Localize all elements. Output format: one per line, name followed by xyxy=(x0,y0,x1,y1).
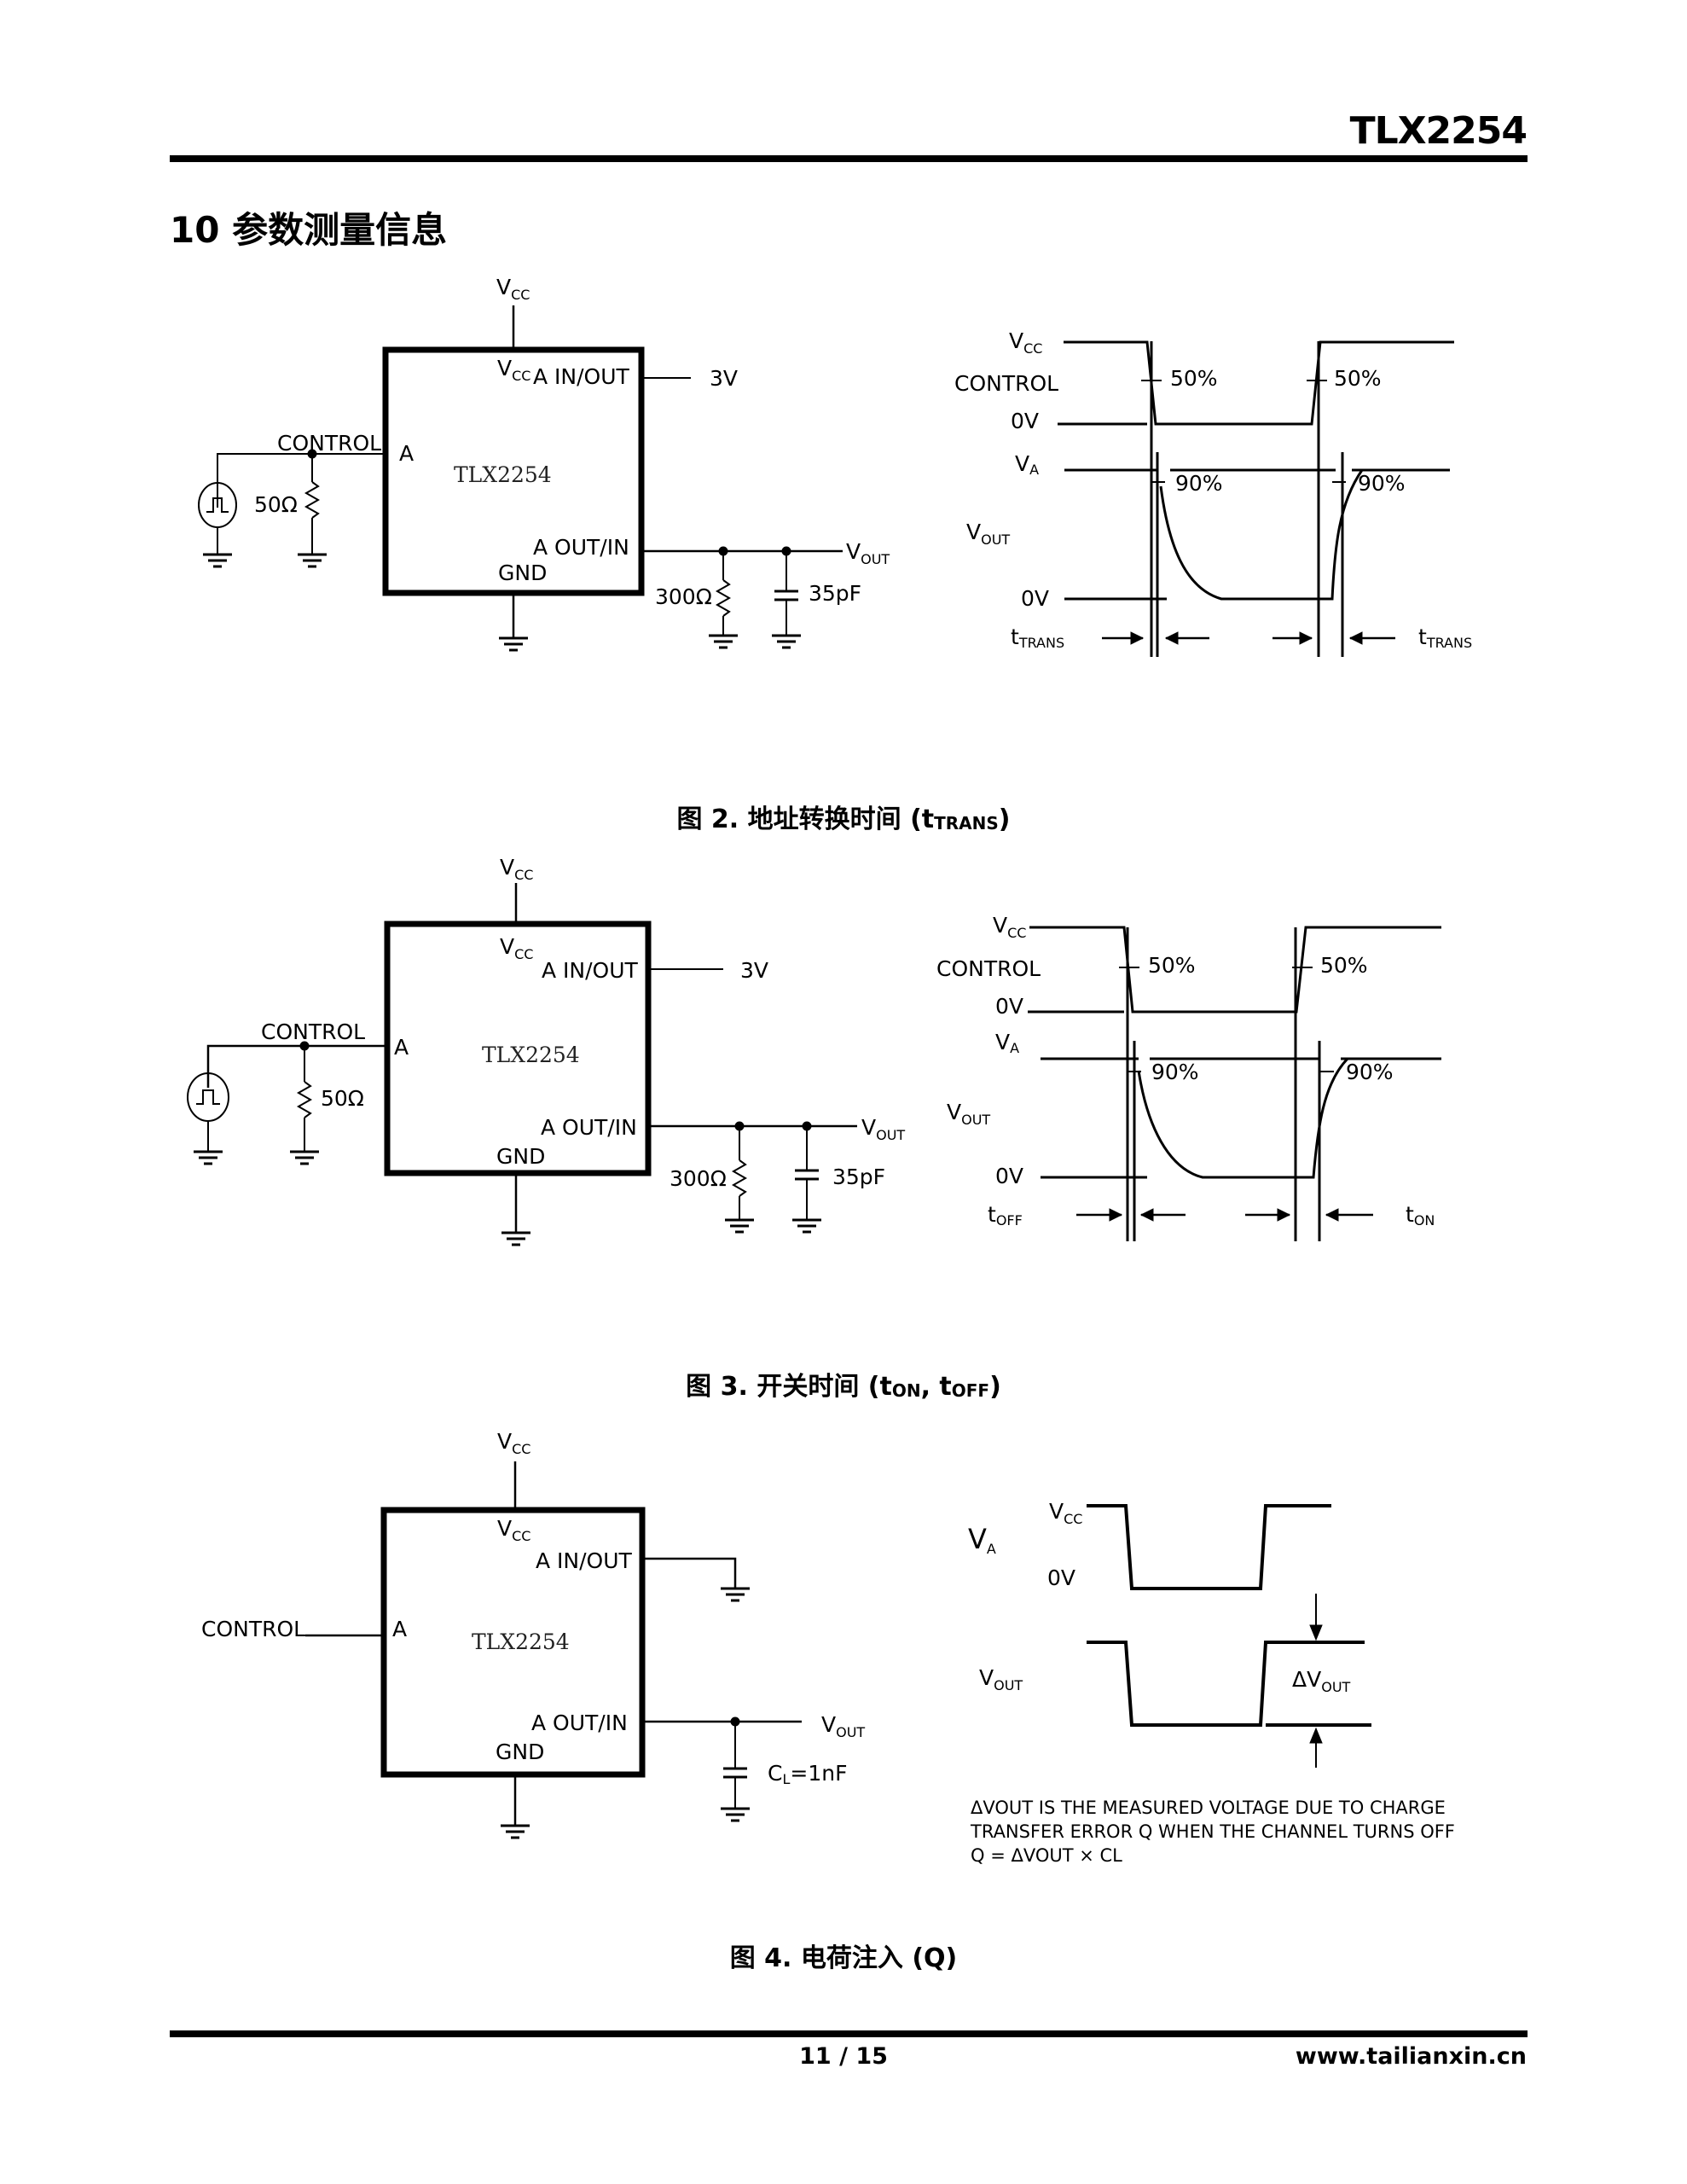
fig3-circuit: VCC VCC A IN/OUT A TLX2254 A OUT/IN GND … xyxy=(187,855,905,1246)
section-title: 10 参数测量信息 xyxy=(170,209,448,251)
svg-text:A IN/OUT: A IN/OUT xyxy=(542,958,639,983)
svg-text:A IN/OUT: A IN/OUT xyxy=(536,1548,633,1573)
svg-text:A OUT/IN: A OUT/IN xyxy=(541,1115,637,1140)
fig4-delta-vout: ΔVOUT xyxy=(1292,1667,1351,1695)
svg-text:50%: 50% xyxy=(1334,366,1382,391)
fig4-control-label: CONTROL xyxy=(201,1617,305,1641)
svg-text:0V: 0V xyxy=(995,994,1023,1019)
svg-text:VCC: VCC xyxy=(993,913,1026,941)
svg-text:VCC: VCC xyxy=(497,1516,530,1544)
svg-text:VA: VA xyxy=(968,1523,996,1557)
svg-text:A: A xyxy=(399,441,414,466)
svg-text:50Ω: 50Ω xyxy=(254,492,298,517)
svg-text:GND: GND xyxy=(496,1144,545,1169)
svg-text:A IN/OUT: A IN/OUT xyxy=(533,364,630,389)
svg-text:VOUT: VOUT xyxy=(861,1115,905,1143)
svg-text:tOFF: tOFF xyxy=(988,1202,1023,1228)
svg-text:50Ω: 50Ω xyxy=(321,1086,364,1111)
svg-text:VCC: VCC xyxy=(500,855,533,883)
fig3-resistor-300-icon xyxy=(731,1159,748,1197)
svg-text:A: A xyxy=(392,1617,407,1641)
svg-text:90%: 90% xyxy=(1358,471,1406,496)
svg-text:VA: VA xyxy=(1015,451,1039,478)
fig2-circuit: VCC VCC A IN/OUT A TLX2254 A OUT/IN GND … xyxy=(198,275,890,652)
footer-url[interactable]: www.tailianxin.cn xyxy=(1295,2043,1527,2070)
fig4-note-line3: Q = ΔVOUT × CL xyxy=(971,1845,1122,1866)
svg-text:VOUT: VOUT xyxy=(821,1712,865,1740)
fig3-resistor-50-icon xyxy=(296,1081,313,1118)
fig4-caption: 图 4. 电荷注入 (Q) xyxy=(729,1943,958,1973)
svg-text:A OUT/IN: A OUT/IN xyxy=(533,535,629,560)
svg-text:35pF: 35pF xyxy=(832,1165,885,1189)
fig2-waveform: VCC CONTROL 0V 50% 50% VA VOUT 0V 90% 90… xyxy=(954,328,1472,657)
svg-text:300Ω: 300Ω xyxy=(655,584,712,609)
fig3-caption: 图 3. 开关时间 (tON, tOFF) xyxy=(686,1372,1001,1402)
fig3-waveform: VCC CONTROL 0V 50% 50% VA VOUT 0V 90% 90… xyxy=(936,913,1441,1241)
svg-text:50%: 50% xyxy=(1170,366,1218,391)
svg-text:A OUT/IN: A OUT/IN xyxy=(531,1711,628,1735)
svg-text:50%: 50% xyxy=(1320,953,1368,978)
svg-text:VCC: VCC xyxy=(1049,1499,1082,1527)
fig2-vcc-top-label: VCC xyxy=(496,275,530,303)
fig4-chip-name: TLX2254 xyxy=(472,1629,570,1654)
svg-text:90%: 90% xyxy=(1175,471,1223,496)
svg-text:CONTROL: CONTROL xyxy=(936,956,1041,981)
footer-rule xyxy=(170,2030,1528,2037)
fig2-resistor-300-icon xyxy=(715,579,732,617)
svg-text:50%: 50% xyxy=(1148,953,1196,978)
svg-text:0V: 0V xyxy=(1047,1565,1075,1590)
fig4-chip-box xyxy=(380,1507,646,1778)
fig2-control-label: CONTROL xyxy=(277,431,381,456)
page-number: 11 / 15 xyxy=(799,2043,888,2070)
header-part-number: TLX2254 xyxy=(1349,109,1528,153)
svg-text:VOUT: VOUT xyxy=(979,1665,1023,1693)
svg-text:tTRANS: tTRANS xyxy=(1418,624,1472,651)
svg-text:VOUT: VOUT xyxy=(846,539,890,567)
fig3-chip-name: TLX2254 xyxy=(482,1043,580,1067)
svg-text:VCC: VCC xyxy=(1009,328,1042,357)
svg-text:tON: tON xyxy=(1406,1202,1435,1228)
svg-text:GND: GND xyxy=(496,1740,544,1764)
svg-text:3V: 3V xyxy=(740,958,768,983)
fig4-waveform: VCC VA 0V VOUT ΔVOUT ΔVOUT IS THE MEASUR… xyxy=(968,1499,1455,1866)
fig2-chip-name: TLX2254 xyxy=(454,462,552,487)
fig4-note-line1: ΔVOUT IS THE MEASURED VOLTAGE DUE TO CHA… xyxy=(971,1798,1446,1818)
svg-text:CONTROL: CONTROL xyxy=(954,371,1058,396)
svg-text:VCC: VCC xyxy=(500,934,533,962)
fig2-resistor-50-icon xyxy=(304,481,321,519)
fig4-circuit: VCC VCC A IN/OUT A TLX2254 A OUT/IN GND … xyxy=(201,1429,865,1839)
fig2-source-voltage: 3V xyxy=(710,366,738,391)
svg-text:VA: VA xyxy=(995,1030,1019,1056)
svg-text:GND: GND xyxy=(498,561,547,585)
fig3-chip-box xyxy=(384,921,652,1176)
svg-text:0V: 0V xyxy=(1011,409,1039,433)
svg-text:VCC: VCC xyxy=(497,356,530,384)
svg-text:90%: 90% xyxy=(1151,1060,1199,1084)
svg-text:0V: 0V xyxy=(1021,586,1049,611)
header-rule xyxy=(170,155,1528,162)
svg-text:VCC: VCC xyxy=(497,1429,530,1457)
svg-text:90%: 90% xyxy=(1346,1060,1394,1084)
svg-text:VOUT: VOUT xyxy=(966,520,1010,548)
fig2-caption: 图 2. 地址转换时间 (tTRANS) xyxy=(676,804,1011,834)
svg-text:VOUT: VOUT xyxy=(947,1100,990,1128)
svg-text:A: A xyxy=(394,1035,409,1060)
svg-text:CONTROL: CONTROL xyxy=(261,1019,365,1044)
fig4-note-line2: TRANSFER ERROR Q WHEN THE CHANNEL TURNS … xyxy=(970,1821,1455,1842)
fig2-cap-label: 35pF xyxy=(809,581,861,606)
svg-text:0V: 0V xyxy=(995,1164,1023,1188)
svg-text:tTRANS: tTRANS xyxy=(1011,624,1064,651)
fig4-cap-label: CL=1nF xyxy=(768,1761,847,1787)
svg-text:300Ω: 300Ω xyxy=(670,1166,727,1191)
